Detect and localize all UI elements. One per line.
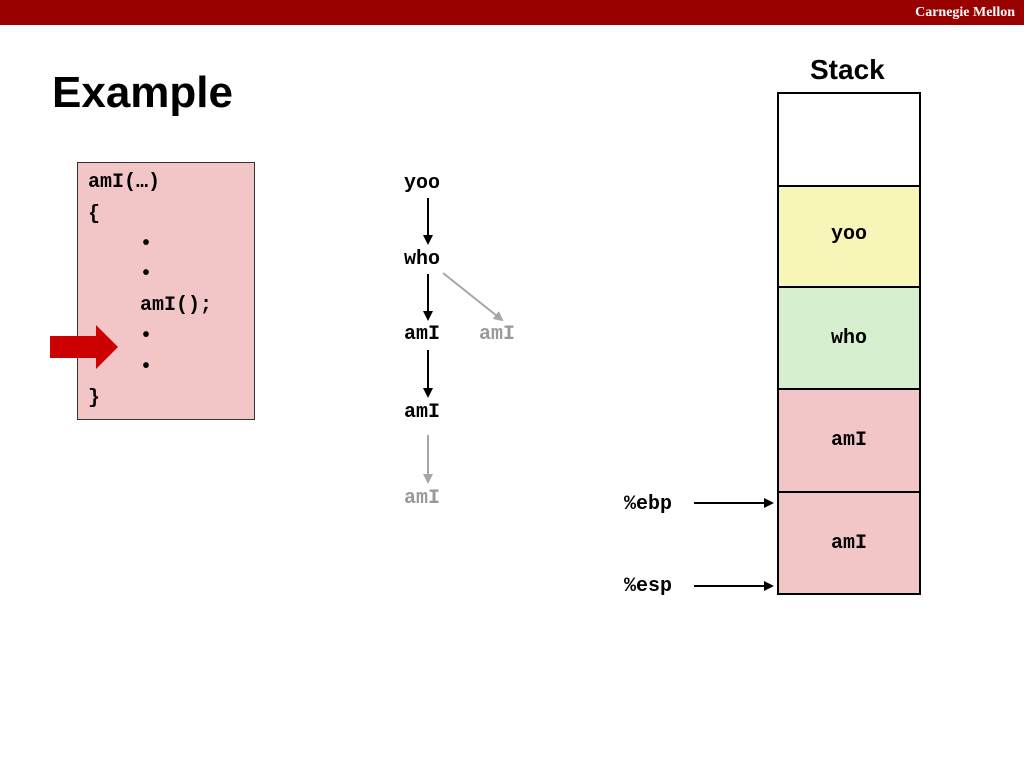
code-line-dot-2: •: [140, 263, 153, 286]
tree-node-ami-2: amI: [404, 401, 441, 424]
stack-frame-who: who: [777, 286, 921, 390]
code-box: amI(…) { • • amI(); • • }: [77, 162, 255, 420]
stack-title: Stack: [810, 54, 885, 85]
tree-node-yoo: yoo: [404, 172, 441, 195]
edge-who-ami-sibling: [442, 272, 504, 322]
slide-title: Example: [52, 68, 233, 117]
stack-frame-top: [777, 92, 921, 187]
stack-frame-yoo: yoo: [777, 185, 921, 288]
code-line-recursive-call: amI();: [140, 294, 213, 317]
tree-node-ami-1: amI: [404, 323, 441, 346]
header-bar: Carnegie Mellon: [0, 0, 1024, 25]
tree-node-ami-3: amI: [404, 487, 441, 510]
code-line-signature: amI(…): [88, 171, 161, 194]
code-line-close-brace: }: [88, 387, 101, 410]
stack-frame-ami-1: amI: [777, 388, 921, 493]
register-esp-label: %esp: [624, 575, 673, 598]
brand-label: Carnegie Mellon: [915, 5, 1015, 20]
tree-node-who: who: [404, 248, 441, 271]
tree-node-ami-sibling: amI: [479, 323, 516, 346]
code-line-dot-3: •: [140, 325, 153, 348]
code-line-dot-1: •: [140, 233, 153, 256]
stack-frame-ami-2: amI: [777, 491, 921, 595]
register-ebp-label: %ebp: [624, 493, 673, 516]
code-line-dot-4: •: [140, 356, 153, 379]
current-line-arrow-icon: [50, 325, 118, 369]
code-line-open-brace: {: [88, 203, 101, 226]
